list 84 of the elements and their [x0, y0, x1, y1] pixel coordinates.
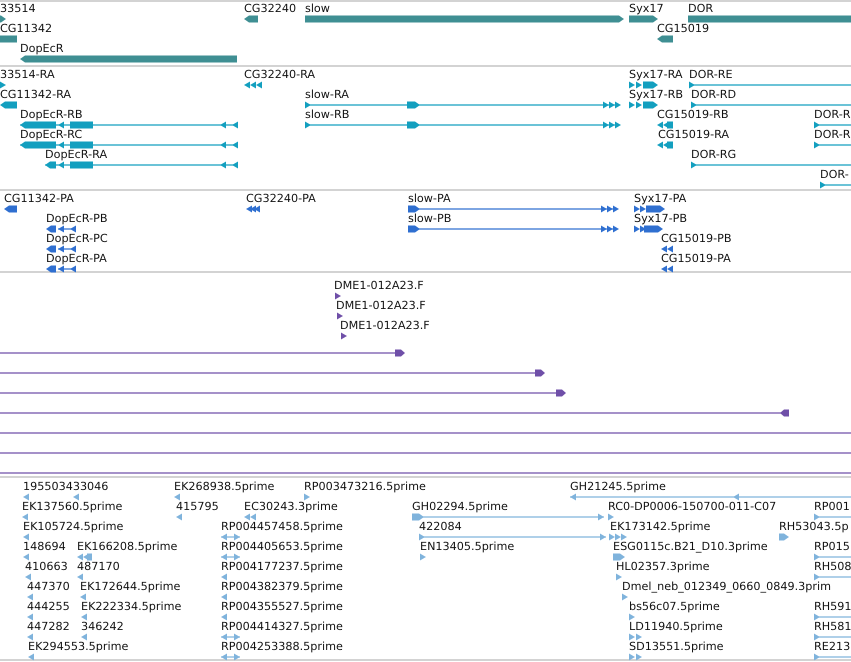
feature-label: RP004457458.5prime: [221, 520, 343, 534]
feature-label: slow-RA: [305, 88, 349, 102]
feature-label: DopEcR: [20, 42, 64, 56]
feature-label: 195503433046: [23, 480, 108, 494]
feature-label: RH581: [814, 620, 851, 634]
feature-label: bs56c07.5prime: [629, 600, 720, 614]
feature-label: RP004355527.5prime: [221, 600, 343, 614]
feature-label: DOR-RD: [691, 88, 736, 102]
feature-label: RH591: [814, 600, 851, 614]
feature-label: DOR-R: [814, 108, 851, 122]
feature-label: CG15019: [657, 22, 710, 36]
feature-label: 410663: [25, 560, 68, 574]
feature-label: EK294553.5prime: [28, 640, 128, 654]
feature-label: DopEcR-PB: [46, 212, 108, 226]
feature-label: CG11342-RA: [0, 88, 72, 102]
feature-label: DOR-RG: [691, 148, 736, 162]
feature-label: DOR-: [820, 168, 849, 182]
feature-label: CG32240: [244, 2, 296, 16]
feature-label: EK166208.5prime: [77, 540, 178, 554]
feature-label: Syx17-RA: [629, 68, 683, 82]
feature-label: 148694: [23, 540, 66, 554]
feature-label: 33514: [0, 2, 36, 16]
feature-label: DopEcR-PC: [46, 232, 108, 246]
feature-label: CG32240-PA: [246, 192, 316, 206]
feature-label: EC30243.3prime: [244, 500, 338, 514]
feature-label: RP004253388.5prime: [221, 640, 343, 654]
feature-label: RH53043.5p: [779, 520, 849, 534]
feature-label: DME1-012A23.F: [340, 319, 430, 333]
feature-label: slow-RB: [305, 108, 350, 122]
feature-label: Syx17-PA: [634, 192, 686, 206]
feature-label: EK222334.5prime: [81, 600, 182, 614]
feature-label: Syx17: [629, 2, 664, 16]
feature-label: DopEcR-PA: [46, 252, 107, 266]
feature-label: SD13551.5prime: [629, 640, 724, 654]
feature-label: Syx17-PB: [634, 212, 688, 226]
feature-label: DopEcR-RC: [20, 128, 82, 142]
feature-label: LD11940.5prime: [629, 620, 723, 634]
feature-label: RP004405653.5prime: [221, 540, 343, 554]
feature-label: 487170: [77, 560, 120, 574]
feature-label: CG15019-PB: [661, 232, 732, 246]
feature-label: 346242: [81, 620, 124, 634]
feature-label: RE213: [814, 640, 850, 654]
feature-label: RP003473216.5prime: [304, 480, 426, 494]
feature-label: 422084: [419, 520, 462, 534]
feature-label: DOR-RE: [689, 68, 733, 82]
feature-label: CG32240-RA: [244, 68, 316, 82]
feature-label: 33514-RA: [0, 68, 55, 82]
feature-label: CG15019-RA: [658, 128, 730, 142]
feature-label: slow: [305, 2, 330, 16]
feature-label: ESG0115c.B21_D10.3prime: [613, 540, 768, 554]
feature-label: Syx17-RB: [629, 88, 684, 102]
feature-label: CG11342: [0, 22, 52, 36]
feature-label: DOR-R: [814, 128, 851, 142]
feature-label: RC0-DP0006-150700-011-C07: [608, 500, 776, 514]
feature-label: EK137560.5prime: [22, 500, 122, 514]
feature-label: Dmel_neb_012349_0660_0849.3prim: [622, 580, 831, 594]
feature-label: RP001: [814, 500, 850, 514]
feature-label: slow-PA: [408, 192, 451, 206]
feature-label: 444255: [27, 600, 70, 614]
feature-label: RP015: [814, 540, 850, 554]
feature-label: HL02357.3prime: [616, 560, 710, 574]
feature-label: 415795: [176, 500, 219, 514]
feature-label: DOR: [688, 2, 714, 16]
feature-label: 447370: [27, 580, 70, 594]
feature-label: DopEcR-RB: [20, 108, 83, 122]
feature-label: EN13405.5prime: [420, 540, 514, 554]
feature-label: RP004414327.5prime: [221, 620, 343, 634]
feature-label: slow-PB: [408, 212, 452, 226]
feature-label: RP004177237.5prime: [221, 560, 343, 574]
feature-label: DME1-012A23.F: [336, 299, 426, 313]
feature-label: 447282: [27, 620, 70, 634]
feature-label: EK105724.5prime: [23, 520, 124, 534]
feature-label: RH508: [814, 560, 851, 574]
feature-label: EK268938.5prime: [174, 480, 274, 494]
feature-label: RP004382379.5prime: [221, 580, 343, 594]
feature-label: DopEcR-RA: [45, 148, 108, 162]
feature-label: GH21245.5prime: [570, 480, 666, 494]
feature-label: GH02294.5prime: [412, 500, 508, 514]
feature-label: CG15019-RB: [657, 108, 729, 122]
feature-label: DME1-012A23.F: [334, 279, 424, 293]
feature-label: EK173142.5prime: [610, 520, 710, 534]
feature-label: CG15019-PA: [661, 252, 731, 266]
feature-label: CG11342-PA: [4, 192, 74, 206]
feature-label: EK172644.5prime: [80, 580, 180, 594]
